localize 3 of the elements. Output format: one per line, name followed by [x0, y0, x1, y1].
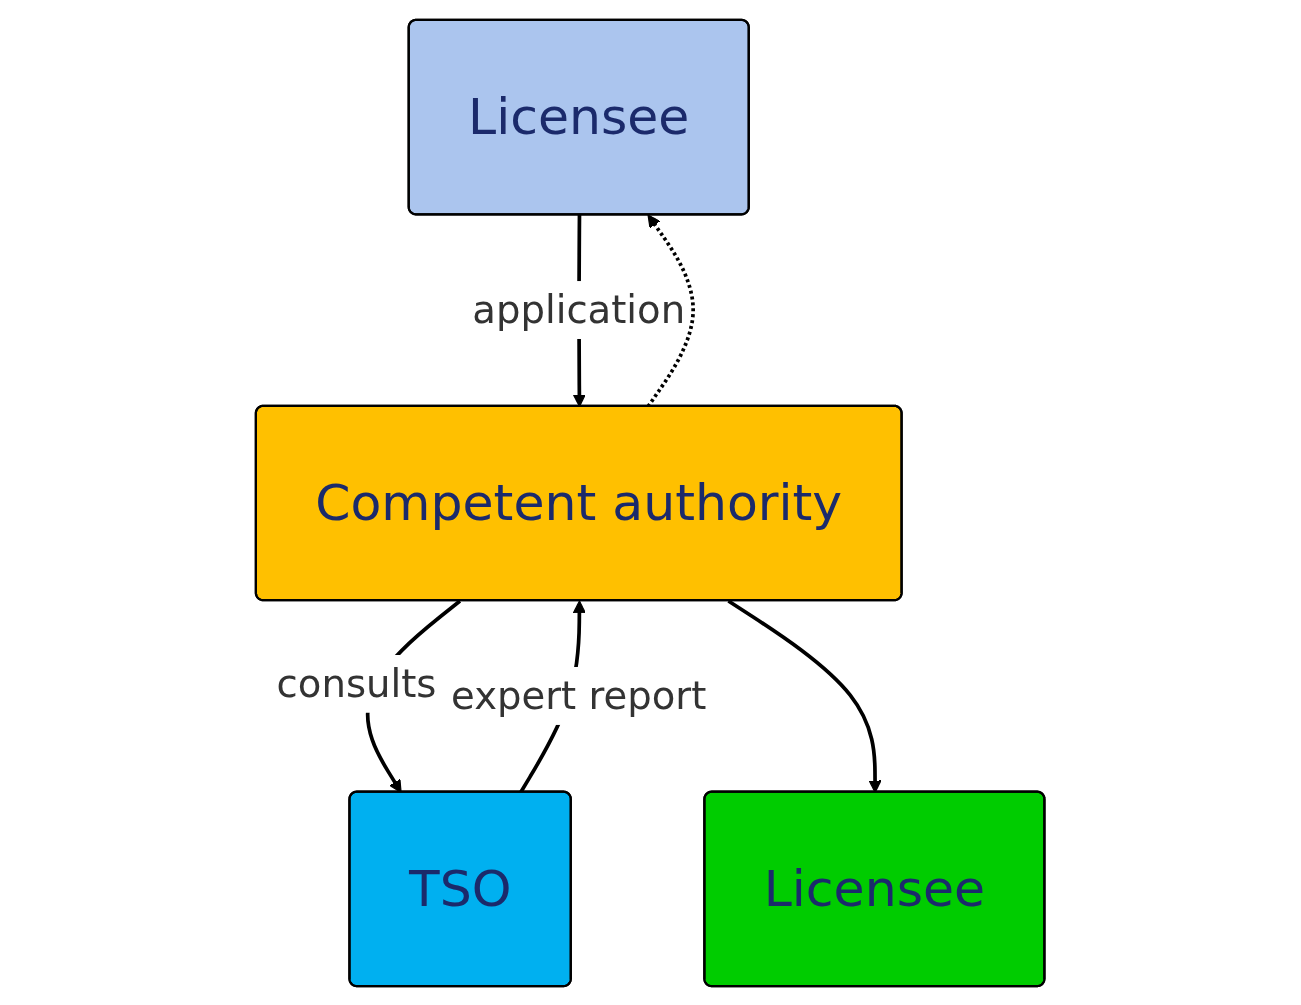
edge-label: application	[472, 286, 686, 332]
edge-label: expert report	[451, 672, 707, 717]
edge-label: consults	[276, 660, 437, 705]
